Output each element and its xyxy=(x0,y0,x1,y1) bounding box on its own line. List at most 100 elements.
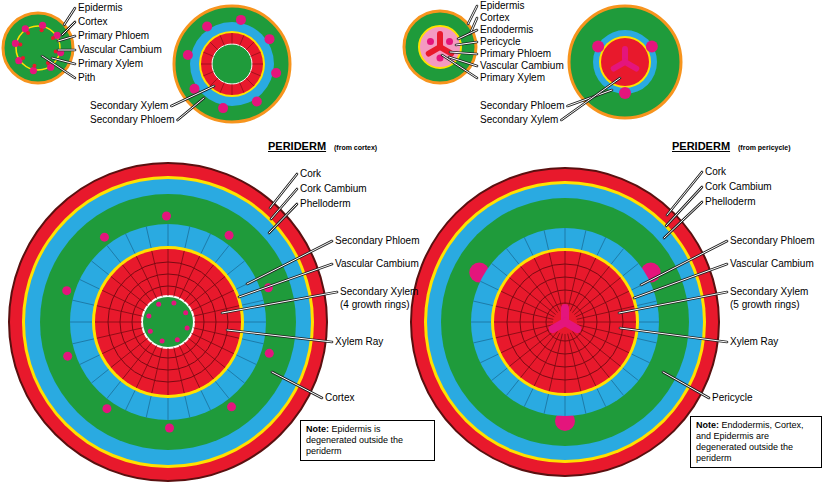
ray-line xyxy=(242,339,263,344)
leader-line xyxy=(62,22,75,35)
tissue-dot xyxy=(40,28,44,32)
ray-line xyxy=(201,64,212,65)
ray-line xyxy=(549,253,562,311)
leader-line xyxy=(269,204,297,233)
ray-line xyxy=(184,265,213,302)
tissue-dot xyxy=(619,87,631,99)
tissue-dot xyxy=(265,349,274,358)
leader-line xyxy=(222,292,337,313)
ray-line xyxy=(102,333,144,353)
ray-line xyxy=(581,394,585,413)
leader-line xyxy=(664,202,702,238)
leader-line xyxy=(239,264,332,297)
leader-line xyxy=(620,328,727,342)
stem-periderm xyxy=(9,163,327,481)
ray-line xyxy=(174,251,184,297)
ray-line xyxy=(240,82,244,92)
ray-line xyxy=(549,334,562,392)
leader-line xyxy=(450,52,477,54)
leader-line xyxy=(247,241,332,284)
leader-line xyxy=(458,30,477,39)
ray-line xyxy=(244,322,266,323)
ray-line xyxy=(236,355,256,365)
ray-line xyxy=(185,396,190,417)
part-label: Primary Phloem xyxy=(480,48,551,60)
leader-line xyxy=(620,328,727,342)
part-label: Vascular Cambium xyxy=(480,60,564,72)
ray-line xyxy=(492,263,508,275)
ray-line xyxy=(565,396,566,416)
tissue-dot xyxy=(202,21,212,31)
part-label: (4 growth rings) xyxy=(340,299,409,311)
part-label: Primary Xylem xyxy=(78,58,143,70)
ray-line xyxy=(534,333,560,386)
ray-line xyxy=(611,249,623,265)
ray-line xyxy=(232,84,233,95)
ray-line xyxy=(72,300,93,305)
ray-line xyxy=(70,322,92,323)
ray-line xyxy=(122,342,151,379)
leader-line xyxy=(634,264,727,298)
ray-line xyxy=(146,396,151,417)
ray-line xyxy=(506,380,518,396)
ray-line xyxy=(509,329,555,366)
leader-line xyxy=(663,372,709,398)
ray-line xyxy=(201,234,211,254)
ray-line xyxy=(220,82,224,92)
young-stem xyxy=(3,13,73,83)
ray-line xyxy=(242,300,263,305)
ray-line xyxy=(611,380,623,396)
part-label: Epidermis xyxy=(480,0,524,12)
young-root xyxy=(404,11,476,83)
ray-line xyxy=(185,226,190,247)
ray-line xyxy=(80,355,100,365)
ray-line xyxy=(179,256,199,298)
leader-line xyxy=(58,49,75,52)
ray-line xyxy=(492,368,508,380)
leader-line xyxy=(58,50,75,51)
part-label: Secondary Phloem xyxy=(90,114,175,126)
leader-line xyxy=(58,36,75,41)
tissue-dot xyxy=(156,302,161,307)
part-label: Secondary Xylem xyxy=(730,286,808,298)
ray-line xyxy=(215,381,229,398)
ray-line xyxy=(524,389,533,407)
ray-line xyxy=(565,251,566,310)
tissue-dot xyxy=(183,310,188,315)
leader-line xyxy=(52,58,75,64)
tissue-dot xyxy=(646,41,658,53)
part-label: Pericycle xyxy=(712,392,753,404)
part-label: Vascular Cambium xyxy=(730,258,814,270)
ray-line xyxy=(597,389,606,407)
ray-line xyxy=(152,251,162,297)
tissue-dot xyxy=(102,404,111,413)
part-label: Pericycle xyxy=(480,36,521,48)
ray-line xyxy=(188,276,225,305)
ray-line xyxy=(227,261,244,275)
tissue-dot xyxy=(62,286,71,295)
ray-line xyxy=(577,325,635,338)
part-label: Cortex xyxy=(325,392,354,404)
ray-line xyxy=(125,390,135,410)
xylem-arm xyxy=(614,62,625,69)
leader-line xyxy=(634,264,727,298)
part-label: Cork Cambium xyxy=(705,181,772,193)
ray-line xyxy=(136,256,156,298)
ray-line xyxy=(246,78,254,86)
ray-line xyxy=(568,253,581,311)
tissue-dot xyxy=(218,103,228,113)
part-label: Cortex xyxy=(480,12,509,24)
ray-line xyxy=(191,290,233,310)
ray-line xyxy=(572,266,609,312)
tissue-dot xyxy=(165,423,174,432)
part-label: (from pericycle) xyxy=(738,143,791,152)
ray-line xyxy=(574,278,620,315)
tissue-dot xyxy=(160,339,165,344)
leader-line xyxy=(456,42,477,45)
tissue-dot xyxy=(427,38,434,45)
ray-line xyxy=(179,345,199,387)
leader-line xyxy=(58,36,75,41)
tissue-dot xyxy=(252,97,262,107)
tissue-dot xyxy=(271,68,281,78)
leader-line xyxy=(458,30,477,39)
